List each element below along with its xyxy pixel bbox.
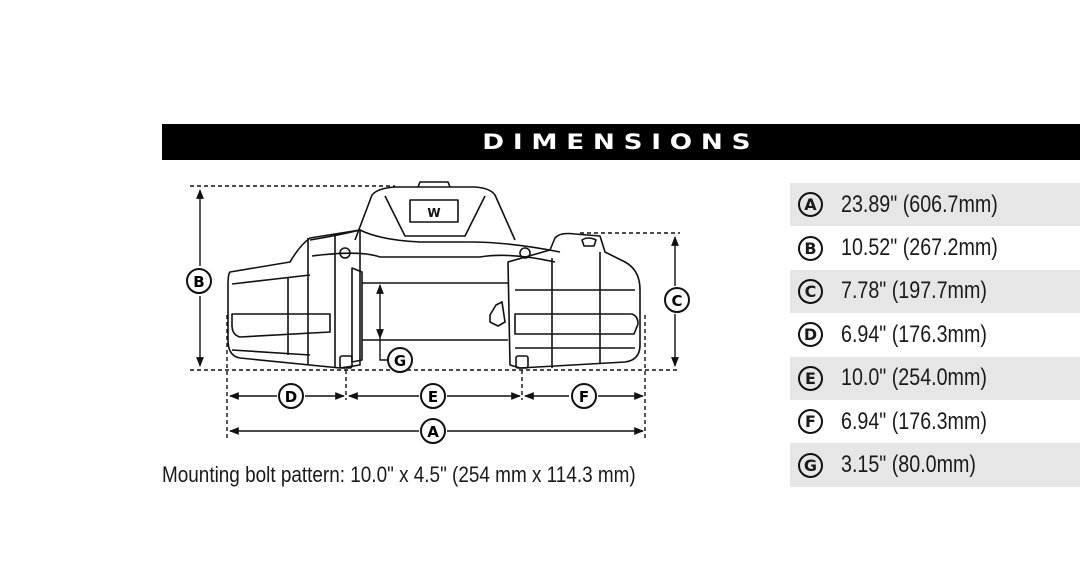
label-e: E	[420, 383, 446, 409]
spec-value: 23.89" (606.7mm)	[841, 190, 998, 218]
svg-text:E: E	[428, 388, 438, 406]
spec-row-g: G 3.15" (80.0mm)	[790, 443, 1080, 487]
label-b: B	[186, 268, 212, 294]
winch-dimension-diagram: W B C G D E F A	[186, 181, 690, 444]
svg-text:W: W	[427, 206, 440, 220]
svg-text:G: G	[394, 352, 406, 370]
letter-badge: E	[798, 365, 823, 391]
letter-badge: A	[798, 192, 823, 218]
letter-badge: F	[798, 409, 823, 435]
svg-text:D: D	[285, 388, 297, 406]
extension-lines	[190, 185, 680, 438]
label-d: D	[278, 383, 304, 409]
svg-text:C: C	[671, 292, 682, 310]
spec-row-b: B 10.52" (267.2mm)	[790, 226, 1080, 269]
spec-value: 10.0" (254.0mm)	[841, 364, 987, 392]
dimension-spec-table: A 23.89" (606.7mm) B 10.52" (267.2mm) C …	[790, 183, 1080, 487]
spec-row-d: D 6.94" (176.3mm)	[790, 313, 1080, 356]
label-a: A	[420, 418, 446, 444]
spec-row-a: A 23.89" (606.7mm)	[790, 183, 1080, 227]
spec-value: 3.15" (80.0mm)	[841, 451, 976, 479]
spec-row-f: F 6.94" (176.3mm)	[790, 400, 1080, 443]
spec-value: 10.52" (267.2mm)	[841, 234, 998, 262]
spec-value: 6.94" (176.3mm)	[841, 407, 987, 435]
letter-badge: D	[798, 322, 823, 348]
svg-text:A: A	[427, 423, 439, 441]
svg-text:F: F	[579, 388, 589, 406]
letter-badge: C	[798, 278, 823, 304]
mounting-bolt-caption: Mounting bolt pattern: 10.0" x 4.5" (254…	[162, 462, 636, 487]
letter-badge: B	[798, 235, 823, 261]
spec-value: 6.94" (176.3mm)	[841, 320, 987, 348]
header-title: DIMENSIONS	[482, 130, 760, 154]
spec-value: 7.78" (197.7mm)	[841, 277, 987, 305]
label-c: C	[664, 287, 690, 313]
dimensions-header: DIMENSIONS	[162, 124, 1080, 160]
svg-text:B: B	[193, 273, 204, 291]
spec-row-e: E 10.0" (254.0mm)	[790, 356, 1080, 400]
letter-badge: G	[798, 452, 823, 478]
label-g: G	[387, 347, 413, 373]
spec-row-c: C 7.78" (197.7mm)	[790, 269, 1080, 314]
label-f: F	[571, 383, 597, 409]
